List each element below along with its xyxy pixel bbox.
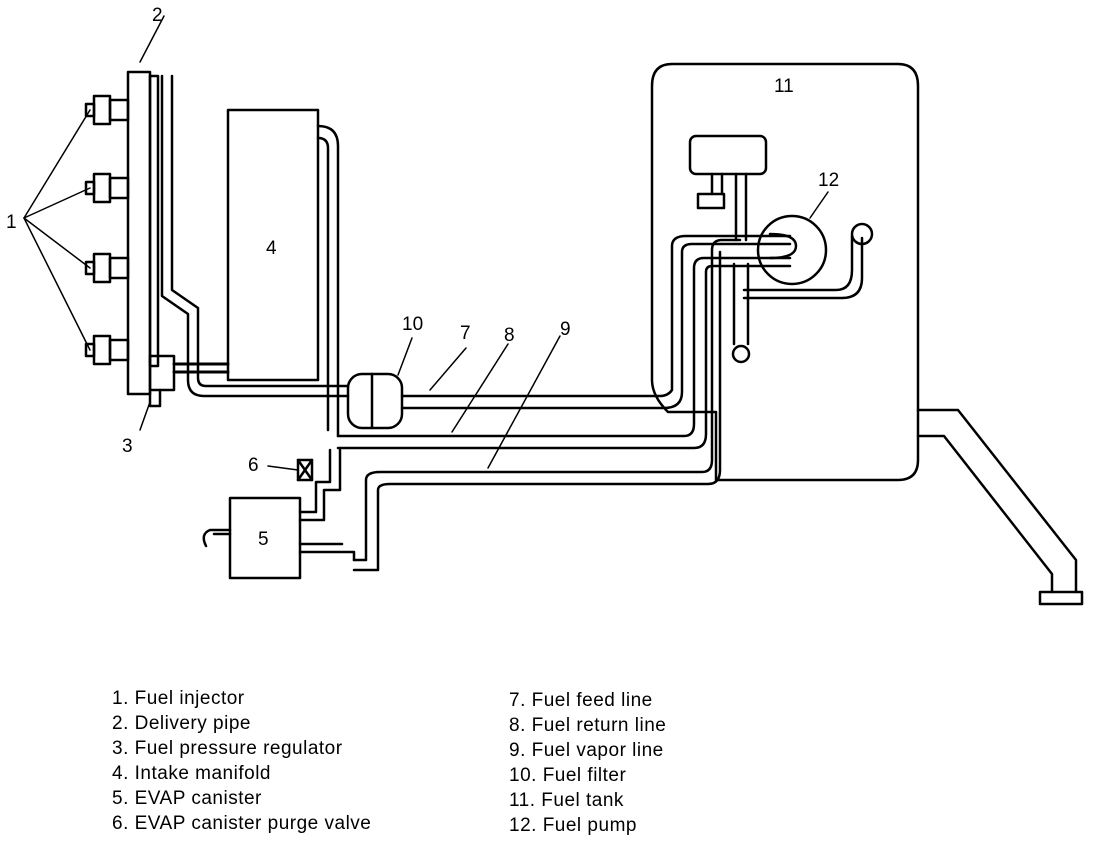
filler-cap — [1038, 590, 1084, 606]
evap-canister — [228, 496, 302, 580]
fuel-filter — [346, 372, 404, 430]
legend-item: 4. Intake manifold — [112, 763, 271, 784]
callout-4: 4 — [266, 238, 277, 259]
callout-10: 10 — [402, 314, 423, 335]
intake-manifold — [226, 108, 320, 382]
callout-2: 2 — [152, 5, 163, 26]
callout-7: 7 — [460, 323, 471, 344]
callout-12: 12 — [818, 170, 839, 191]
legend-right: 7. Fuel feed line 8. Fuel return line 9.… — [509, 688, 666, 838]
legend-left: 1. Fuel injector 2. Delivery pipe 3. Fue… — [112, 686, 371, 836]
legend-item: 6. EVAP canister purge valve — [112, 813, 372, 834]
callout-9: 9 — [560, 319, 571, 340]
legend-item: 1. Fuel injector — [112, 688, 245, 709]
fuel-pressure-regulator — [148, 354, 176, 392]
delivery-pipe — [126, 70, 152, 396]
fuel-pump — [756, 214, 828, 286]
fuel-vapor-line — [352, 238, 742, 572]
legend-item: 8. Fuel return line — [509, 715, 667, 736]
legend-item: 9. Fuel vapor line — [509, 740, 664, 761]
fuel-tank — [650, 62, 920, 482]
legend-item: 11. Fuel tank — [509, 790, 624, 811]
legend-item: 10. Fuel filter — [509, 765, 627, 786]
legend-item: 2. Delivery pipe — [112, 713, 251, 734]
fuel-feed-line — [400, 234, 792, 410]
fuel-injectors — [84, 94, 130, 366]
callout-6: 6 — [248, 455, 259, 476]
legend-item: 12. Fuel pump — [509, 815, 637, 836]
callout-5: 5 — [258, 529, 269, 550]
filler-neck — [916, 408, 1078, 594]
legend-item: 7. Fuel feed line — [509, 690, 653, 711]
callout-1: 1 — [6, 212, 17, 233]
legend-item: 5. EVAP canister — [112, 788, 262, 809]
legend-item: 3. Fuel pressure regulator — [112, 738, 343, 759]
fuel-sender-unit — [688, 134, 768, 176]
callout-11: 11 — [774, 76, 794, 97]
fuel-return-line — [336, 256, 792, 450]
callout-3: 3 — [122, 436, 133, 457]
callout-8: 8 — [504, 325, 515, 346]
